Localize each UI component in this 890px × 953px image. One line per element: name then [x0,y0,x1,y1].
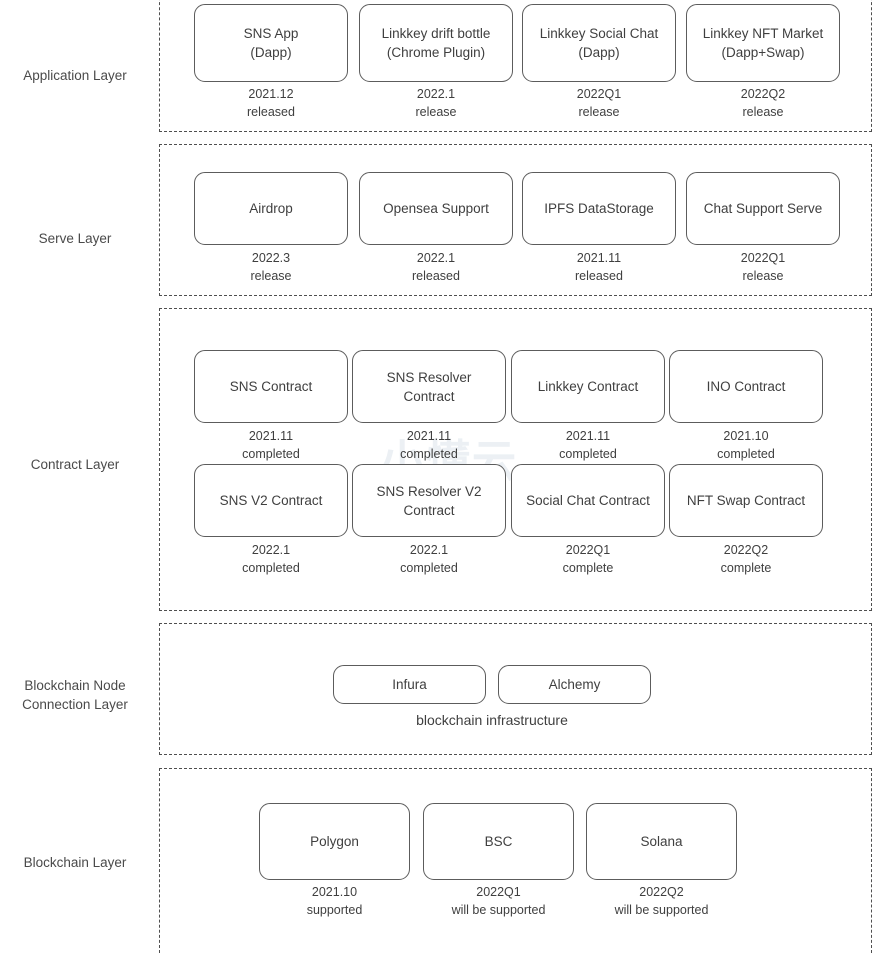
blockchain-infrastructure-label: blockchain infrastructure [416,712,568,728]
node-title: Polygon [310,834,359,849]
layer-label-blockchain-node-connection: Blockchain Node Connection Layer [22,678,128,712]
node-caption: 2022.1 completed [242,543,300,575]
node-caption: 2022.3 release [250,251,292,283]
node-title: INO Contract [706,379,786,394]
node-title: BSC [484,834,513,849]
layer-boundary-application [159,0,872,132]
node-title: SNS Resolver V2 Contract [376,483,482,518]
layer-label-application: Application Layer [23,68,127,83]
node-card[interactable]: BSC [423,803,574,880]
node-title: Solana [640,834,683,849]
node-title: SNS V2 Contract [219,493,323,508]
node-card[interactable]: Linkkey drift bottle (Chrome Plugin) [359,4,513,82]
node-card[interactable]: SNS V2 Contract [194,464,348,537]
node-card[interactable]: INO Contract [669,350,823,423]
layer-boundary-serve [159,144,872,296]
node-caption: 2022.1 released [412,251,460,283]
node-card[interactable]: SNS Resolver Contract [352,350,506,423]
node-caption: 2021.11 completed [559,429,617,461]
node-caption: 2021.12 released [247,87,295,119]
node-caption: 2021.11 completed [242,429,300,461]
layer-label-blockchain: Blockchain Layer [23,855,127,870]
node-caption: 2021.11 released [575,251,623,283]
node-title: SNS Contract [229,379,313,394]
node-title: Social Chat Contract [526,493,650,508]
node-title: Chat Support Serve [703,201,823,216]
node-title: Linkkey Contract [537,379,639,394]
node-card[interactable]: NFT Swap Contract [669,464,823,537]
node-caption: 2022.1 completed [400,543,458,575]
node-title: Linkkey drift bottle (Chrome Plugin) [381,26,491,60]
node-card[interactable]: Linkkey Contract [511,350,665,423]
node-title: Airdrop [249,201,293,216]
node-caption: 2021.10 completed [717,429,775,461]
node-caption: 2022Q1 will be supported [451,885,546,917]
node-card[interactable]: IPFS DataStorage [522,172,676,245]
node-title: Alchemy [548,677,601,692]
node-card[interactable]: Opensea Support [359,172,513,245]
node-caption: 2022Q1 release [576,87,622,119]
node-card[interactable]: Polygon [259,803,410,880]
layer-boundary-blockchain-node-connection [159,623,872,755]
node-caption: 2022Q2 will be supported [614,885,709,917]
node-title: IPFS DataStorage [544,201,654,216]
layer-label-contract: Contract Layer [30,457,120,472]
node-card[interactable]: Linkkey NFT Market (Dapp+Swap) [686,4,840,82]
node-title: Linkkey Social Chat (Dapp) [539,26,659,60]
layer-boundary-blockchain [159,768,872,953]
node-card[interactable]: Airdrop [194,172,348,245]
node-card[interactable]: Infura [333,665,486,704]
node-card[interactable]: SNS Resolver V2 Contract [352,464,506,537]
node-title: SNS Resolver Contract [386,369,472,404]
node-title: Infura [392,677,427,692]
node-title: NFT Swap Contract [686,493,806,508]
node-title: Opensea Support [383,201,489,216]
node-caption: 2022.1 release [415,87,457,119]
node-title: SNS App (Dapp) [243,26,299,60]
node-card[interactable]: SNS Contract [194,350,348,423]
node-card[interactable]: Social Chat Contract [511,464,665,537]
node-card[interactable]: Alchemy [498,665,651,704]
node-card[interactable]: SNS App (Dapp) [194,4,348,82]
node-caption: 2022Q1 release [740,251,786,283]
layer-label-serve: Serve Layer [38,231,112,246]
node-card[interactable]: Solana [586,803,737,880]
node-caption: 2022Q2 complete [720,543,772,575]
node-title: Linkkey NFT Market (Dapp+Swap) [702,26,824,60]
node-card[interactable]: Linkkey Social Chat (Dapp) [522,4,676,82]
node-caption: 2021.11 completed [400,429,458,461]
layer-boundary-contract [159,308,872,611]
node-caption: 2022Q2 release [740,87,786,119]
node-caption: 2022Q1 complete [562,543,614,575]
node-card[interactable]: Chat Support Serve [686,172,840,245]
node-caption: 2021.10 supported [306,885,363,917]
